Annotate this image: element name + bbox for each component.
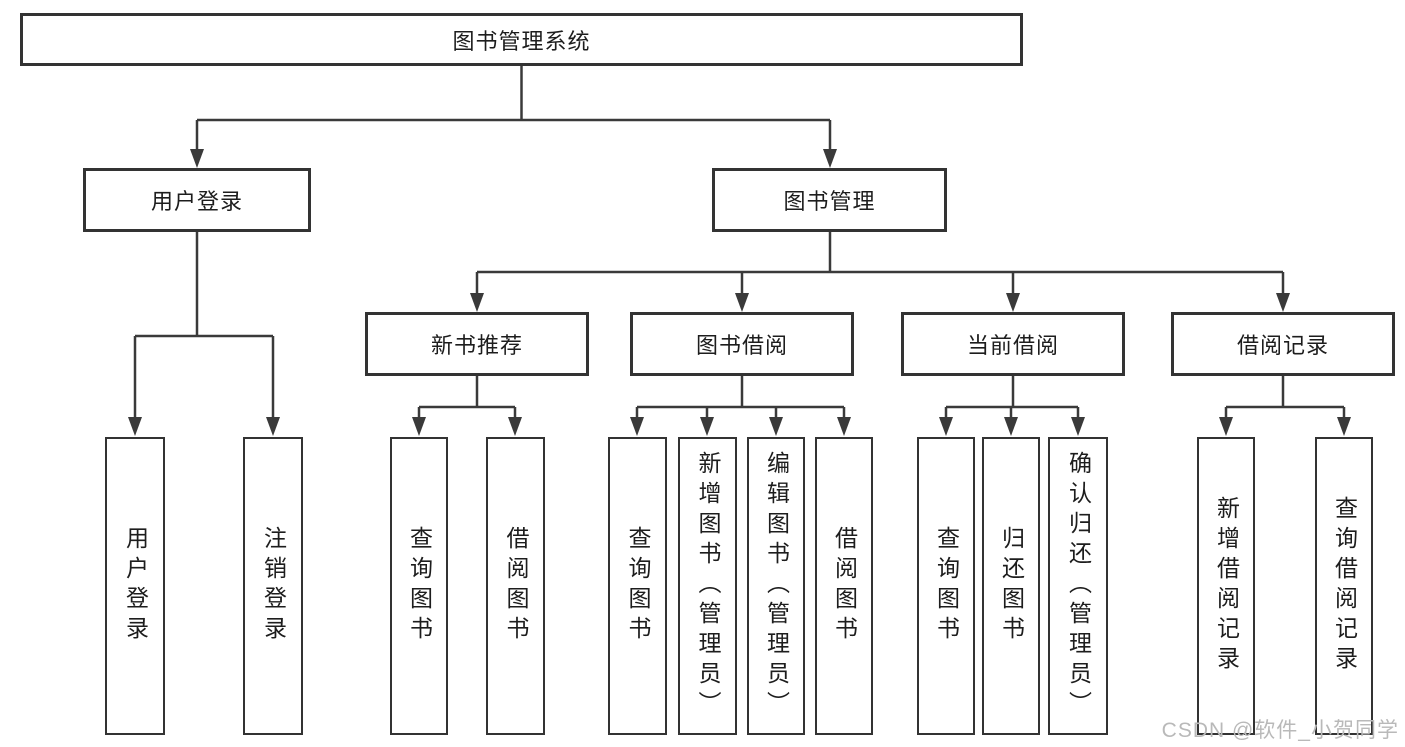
leaf-return-books: 归还图书 (982, 437, 1040, 735)
node-current-borrowing: 当前借阅 (901, 312, 1125, 376)
leaf-label: 用户登录 (122, 526, 149, 646)
leaf-confirm-return-admin: 确认归还（管理员） (1048, 437, 1108, 735)
leaf-label: 确认归还（管理员） (1065, 451, 1092, 721)
leaf-query-books-2: 查询图书 (608, 437, 667, 735)
csdn-watermark: CSDN @软件_小贺同学 (1161, 719, 1399, 742)
leaf-label: 借阅图书 (503, 526, 529, 646)
leaf-label: 注销登录 (260, 526, 287, 646)
leaf-label: 编辑图书（管理员） (763, 451, 790, 721)
leaf-label: 归还图书 (998, 526, 1025, 646)
leaf-query-books-3: 查询图书 (917, 437, 975, 735)
node-new-book-recommend: 新书推荐 (365, 312, 589, 376)
leaf-label: 查询图书 (406, 526, 433, 646)
arrowheads (128, 149, 1351, 436)
leaf-label: 查询图书 (933, 526, 960, 646)
leaf-logout: 注销登录 (243, 437, 303, 735)
leaf-user-login: 用户登录 (105, 437, 165, 735)
node-book-management: 图书管理 (712, 168, 947, 232)
leaf-add-books-admin: 新增图书（管理员） (678, 437, 737, 735)
node-user-login: 用户登录 (83, 168, 311, 232)
leaf-query-borrow-record: 查询借阅记录 (1315, 437, 1373, 735)
leaf-label: 新增借阅记录 (1213, 496, 1240, 676)
leaf-add-borrow-record: 新增借阅记录 (1197, 437, 1255, 735)
leaf-label: 查询图书 (625, 526, 651, 646)
leaf-label: 查询借阅记录 (1331, 496, 1358, 676)
leaf-query-books-1: 查询图书 (390, 437, 448, 735)
leaf-edit-books-admin: 编辑图书（管理员） (747, 437, 805, 735)
leaf-borrow-books-2: 借阅图书 (815, 437, 873, 735)
node-root: 图书管理系统 (20, 13, 1023, 66)
node-book-borrowing: 图书借阅 (630, 312, 854, 376)
leaf-borrow-books-1: 借阅图书 (486, 437, 545, 735)
node-borrowing-records: 借阅记录 (1171, 312, 1395, 376)
leaf-label: 新增图书（管理员） (695, 451, 721, 721)
leaf-label: 借阅图书 (831, 526, 858, 646)
